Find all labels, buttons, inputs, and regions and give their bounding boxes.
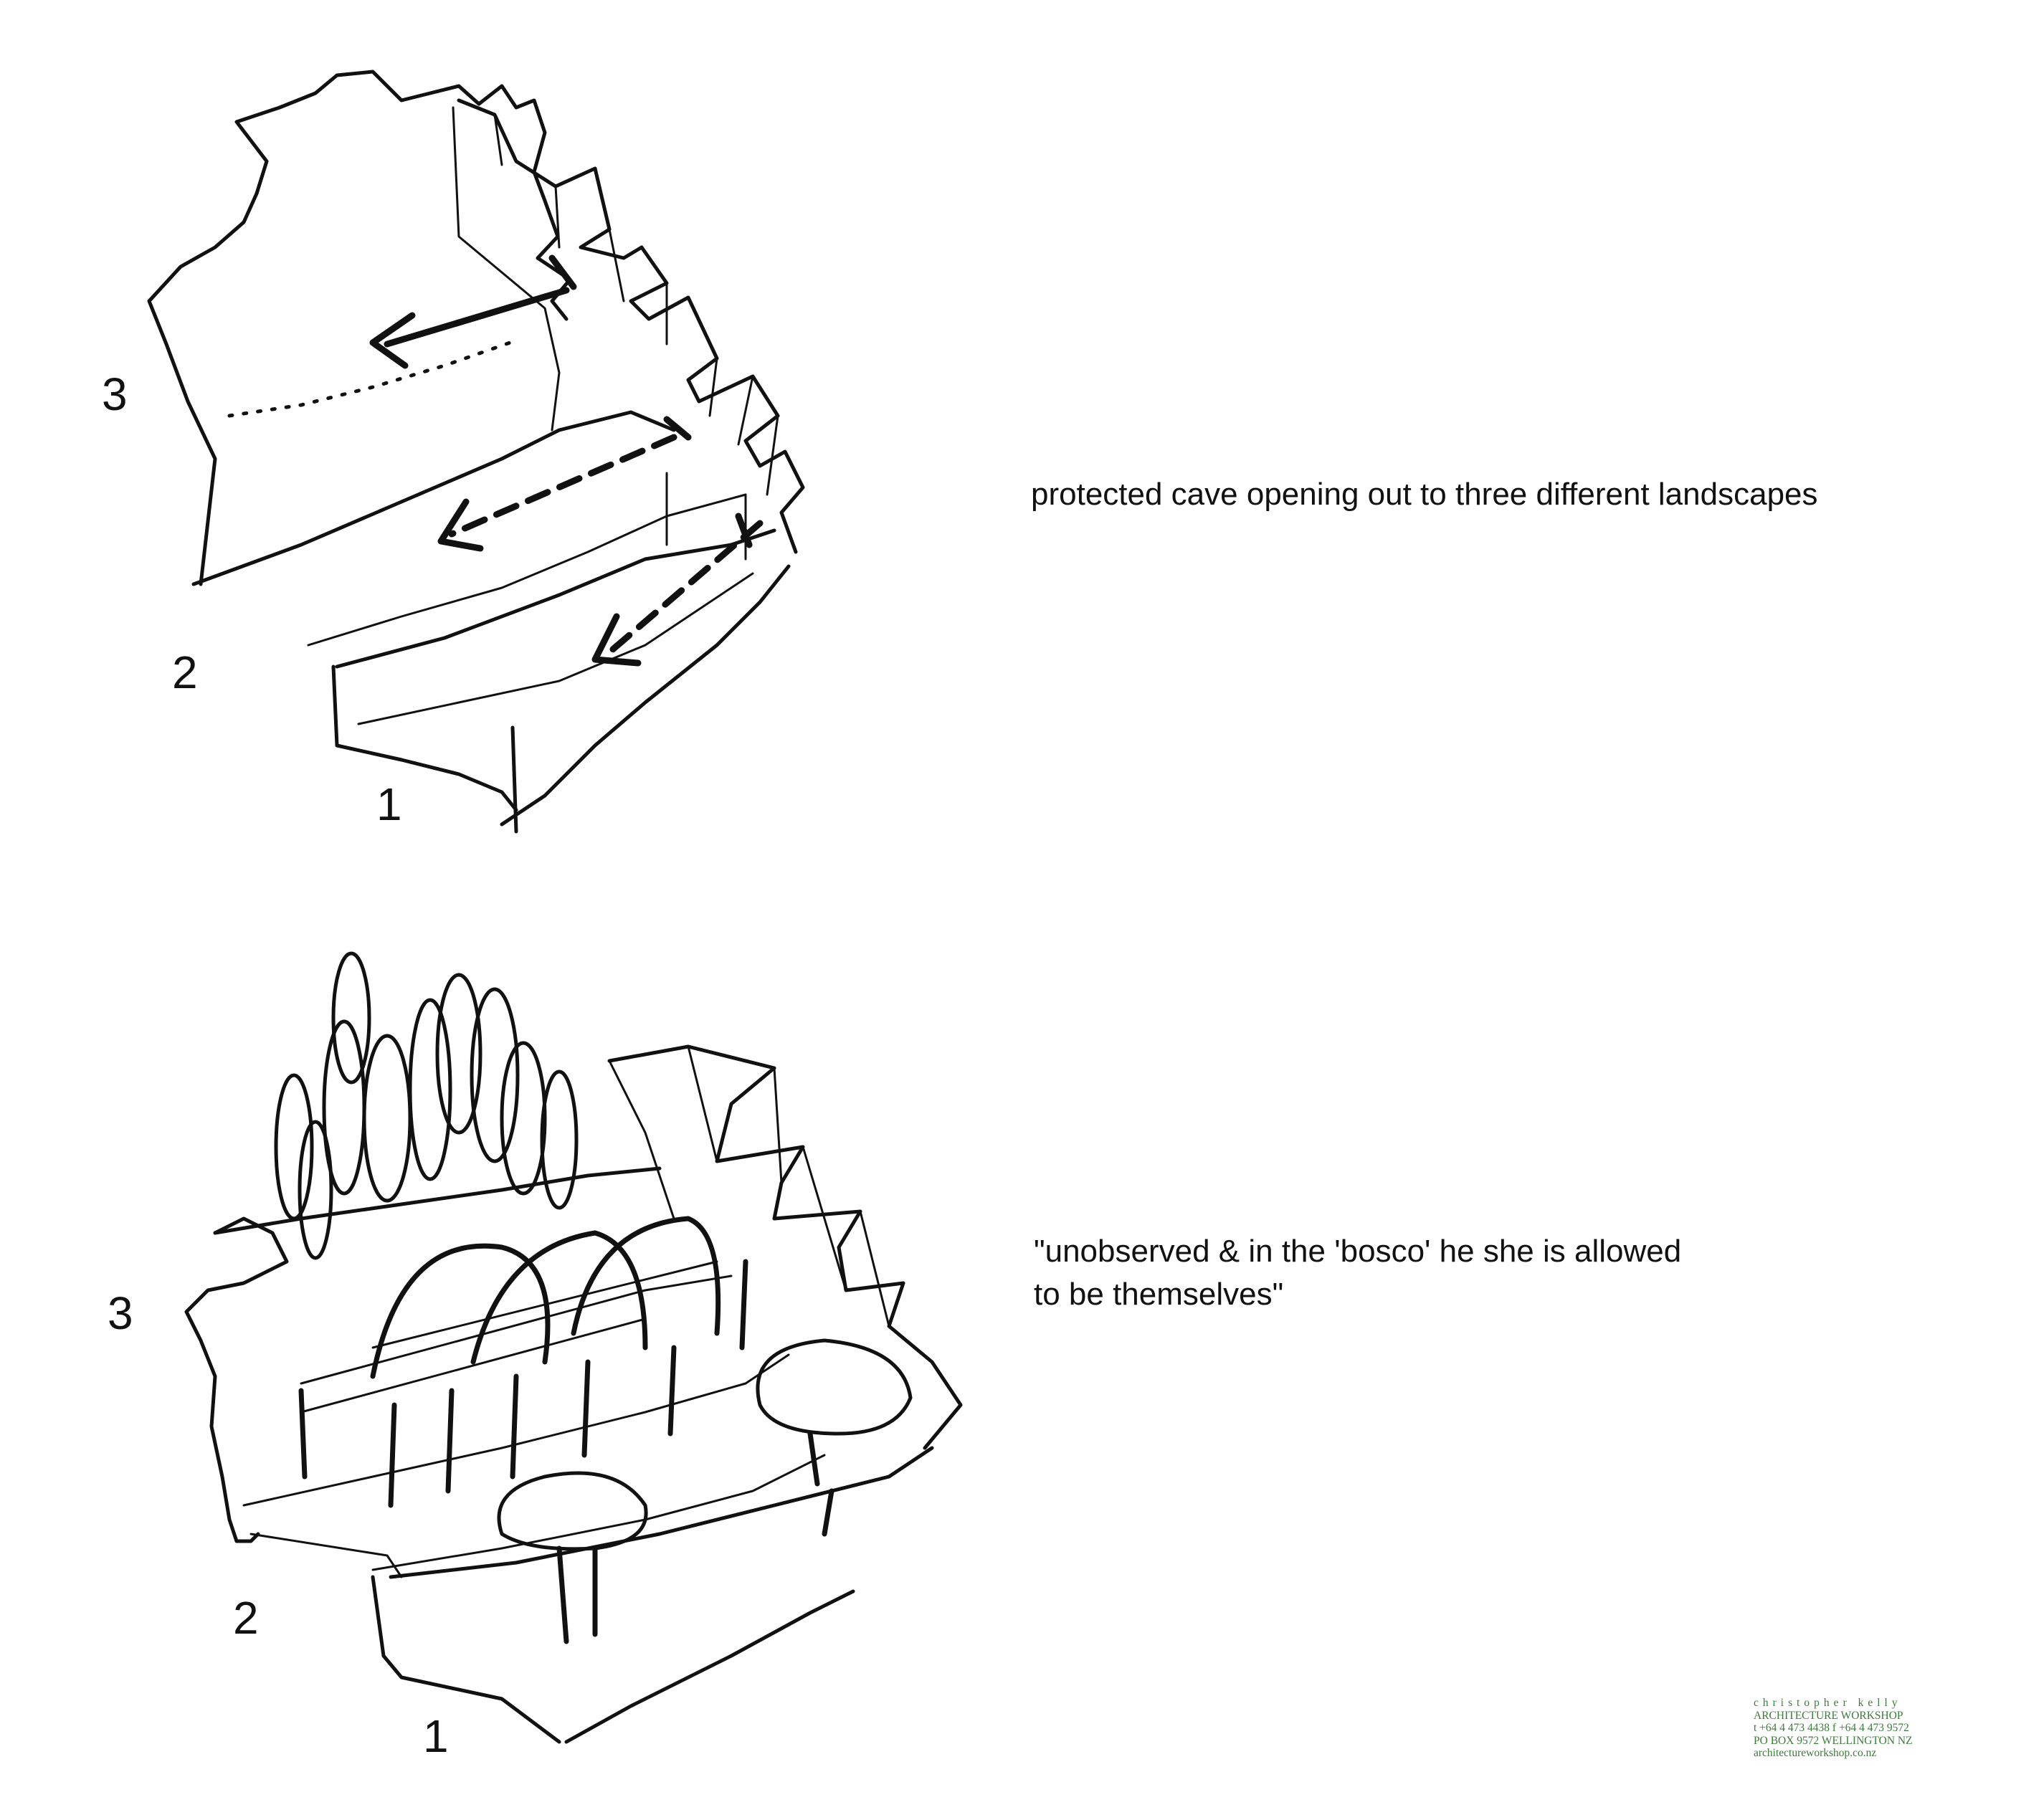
rock-inner-edge — [452, 106, 561, 432]
stair-risers-top — [493, 113, 779, 496]
bosco-ground-outline — [184, 1216, 289, 1543]
bosco-ground-back — [213, 1166, 662, 1235]
caption-bottom-line-2: to be themselves" — [1034, 1277, 1284, 1312]
landscape-label-3-bottom: 3 — [108, 1287, 133, 1339]
architecture-workshop-stamp: christopher kelly ARCHITECTURE WORKSHOP … — [1754, 1697, 1954, 1760]
stamp-web: architectureworkshop.co.nz — [1754, 1747, 1877, 1759]
platform-edge-back — [191, 410, 676, 586]
stamp-phone: t +64 4 473 4438 f +64 4 473 9572 — [1754, 1722, 1909, 1734]
caption-top: protected cave opening out to three diff… — [1031, 473, 1818, 516]
boulder-right — [756, 1338, 913, 1436]
stair-risers-bottom — [608, 1045, 890, 1328]
stamp-name: christopher kelly — [1754, 1697, 1902, 1709]
caption-bottom: "unobserved & in the 'bosco' he she is a… — [1034, 1230, 1681, 1316]
arrow-to-landscape-1 — [606, 520, 764, 656]
bosco-trees — [274, 951, 579, 1260]
boulder-legs — [556, 1431, 834, 1644]
landscape-label-2-bottom: 2 — [233, 1592, 259, 1644]
platform-base-side — [500, 564, 791, 834]
cave-rock-outline — [147, 70, 572, 586]
stair-steps-top — [457, 98, 805, 554]
caption-bottom-line-1: "unobserved & in the 'bosco' he she is a… — [1034, 1234, 1682, 1269]
bosco-platform-front — [371, 1446, 934, 1744]
stamp-address: PO BOX 9572 WELLINGTON NZ — [1754, 1734, 1913, 1747]
caption-top-text: protected cave opening out to three diff… — [1031, 477, 1818, 512]
boulder-front — [497, 1471, 648, 1551]
bosco-posts — [298, 1259, 748, 1508]
arrow-to-landscape-3 — [369, 287, 570, 369]
landscape-label-3-top: 3 — [102, 368, 128, 420]
arrow-origin-up — [548, 254, 753, 548]
arrow-to-landscape-2 — [448, 434, 677, 538]
bosco-grid-lines — [300, 1260, 733, 1414]
platform-edge-front — [335, 528, 776, 669]
stamp-firm: ARCHITECTURE WORKSHOP — [1754, 1709, 1903, 1722]
bosco-arches — [370, 1216, 721, 1379]
landscape-label-1-top: 1 — [376, 778, 402, 830]
landscape-label-1-bottom: 1 — [423, 1710, 449, 1762]
landscape-label-2-top: 2 — [172, 647, 198, 698]
bosco-platform-side — [564, 1589, 855, 1744]
bosco-ground-lines — [242, 1353, 826, 1578]
platform-base-front — [331, 664, 518, 812]
platform-edge-mid — [307, 493, 747, 647]
stair-steps-bottom — [607, 1044, 963, 1450]
dotted-sight-line — [227, 338, 518, 418]
